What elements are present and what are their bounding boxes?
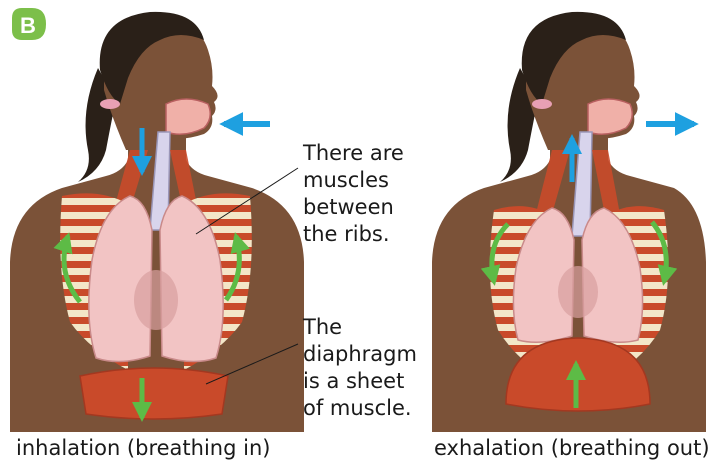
ribs-annotation-line: There are [303,140,404,167]
exhalation-caption: exhalation (breathing out) [434,436,709,460]
diaphragm [80,368,228,419]
diaphragm-annotation: The diaphragm is a sheet of muscle. [303,314,417,422]
diaphragm-annotation-line: The [303,314,417,341]
ribs-annotation-line: between [303,194,404,221]
ribs-annotation-line: muscles [303,167,404,194]
badge-icon: B [12,8,46,40]
inhalation-caption: inhalation (breathing in) [16,436,270,460]
mouth-cavity [166,99,210,134]
diaphragm-annotation-line: of muscle. [303,395,417,422]
inhalation-figure [10,12,304,432]
heart [134,270,178,330]
heart [558,266,598,318]
badge-letter: B [20,13,36,38]
diaphragm-annotation-line: is a sheet [303,368,417,395]
exhalation-figure [432,12,706,432]
ribs-annotation: There are muscles between the ribs. [303,140,404,248]
hair-tie [100,99,120,109]
diaphragm-annotation-line: diaphragm [303,341,417,368]
ribs-annotation-line: the ribs. [303,221,404,248]
mouth-cavity [588,99,632,134]
hair-tie [532,99,552,109]
